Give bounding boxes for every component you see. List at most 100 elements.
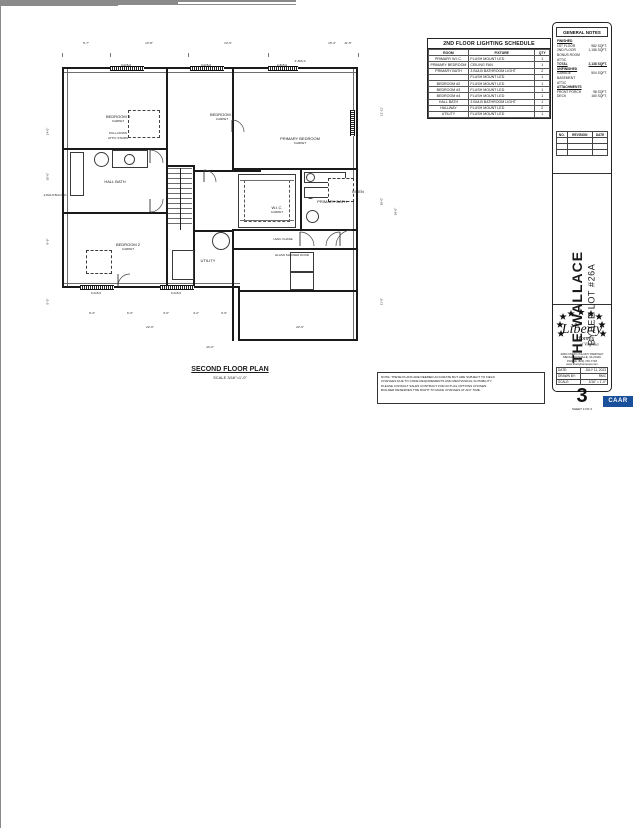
dimension-label: 22'-0" xyxy=(296,325,304,329)
general-notes-row: ATTIC xyxy=(556,80,608,85)
liberty-homes-logo-icon: Liberty Homes of Virginia xyxy=(556,308,607,347)
wall-exterior-bottom-left xyxy=(62,286,240,288)
utility-closet xyxy=(172,250,194,280)
note-value: 1,156 SQFT. xyxy=(588,48,607,53)
note-label: 2ND FLOOR xyxy=(557,48,576,53)
sheet-of: SHEET 3 OF 3 xyxy=(572,407,592,411)
disclaimer-line-1: NOTE: THESE PLANS ARE DEEMED ACCURATE BU… xyxy=(381,375,495,379)
disclaimer-line-3: PLEASE CONSULT SALES CONTRACT FOR ACTUAL… xyxy=(381,383,488,388)
wall-wic-bath xyxy=(300,168,302,230)
dimension-label: 11'-5" xyxy=(344,41,352,45)
note-label: FRONT PORCH xyxy=(557,89,582,94)
plan-annotation: PULL-DOWN xyxy=(108,131,128,135)
dim-line-left xyxy=(0,6,1,227)
note-label: 1ST FLOOR xyxy=(557,43,576,48)
plan-title: SECOND FLOOR PLAN xyxy=(191,366,269,373)
room-finish-label: CARPET xyxy=(270,210,284,214)
room-label: BEDROOM 3 xyxy=(105,114,131,119)
wall-exterior-mid-vert xyxy=(238,286,240,341)
dimension-label: 14'-0" xyxy=(45,127,50,136)
floor-plan-drawing: SECOND FLOOR PLAN SCALE 3/16"=1'-0" BEDR… xyxy=(0,0,420,828)
note-label: DECK xyxy=(557,94,567,99)
bed2-closet xyxy=(86,250,112,274)
wall-util-top xyxy=(193,170,261,172)
meta-row-scale: SCALE: 3/16" = 1'-0" xyxy=(556,378,609,386)
plan-annotation: ATTIC STAIRS xyxy=(108,136,128,140)
wall-exterior-right xyxy=(356,67,358,341)
room-label: UTILITY xyxy=(200,258,216,263)
room-finish-label: CARPET xyxy=(293,141,307,145)
dimension-label: 3'-9" xyxy=(221,311,227,315)
disclaimer-note: NOTE: THESE PLANS ARE DEEMED ACCURATE BU… xyxy=(377,372,545,404)
wall-exterior-bottom-right xyxy=(238,339,358,341)
dimension-label: 9'-3" xyxy=(89,311,95,315)
note-value: 160 SQFT. xyxy=(591,94,607,99)
dimension-label: 38'-0" xyxy=(393,207,398,216)
bathtub-fixture xyxy=(70,152,84,196)
dim-line-bottom-total xyxy=(0,4,296,5)
address-line-3: PHONE (804) 746-7718 xyxy=(567,358,597,363)
window-symbol xyxy=(160,285,194,290)
room-finish-label: CARPET xyxy=(121,247,135,251)
window-symbol xyxy=(268,66,298,71)
room-label: W.I.C. xyxy=(271,205,283,210)
cell-room: UTILITY xyxy=(428,110,469,119)
general-notes-row: ATTACHMENTS xyxy=(556,85,608,90)
window-symbol xyxy=(190,66,224,71)
general-notes-row: 1ST FLOOR 982 SQFT. xyxy=(556,44,608,49)
general-notes-row: 2ND FLOOR 1,156 SQFT. xyxy=(556,48,608,53)
linen-closet xyxy=(328,178,354,202)
wall-bed3-bed4 xyxy=(166,67,168,149)
general-notes-row: BONUS ROOM xyxy=(556,53,608,58)
note-value: 98 SQFT. xyxy=(593,89,607,94)
toilet-fixture xyxy=(94,152,109,167)
dim-line-bottom-2 xyxy=(0,3,178,4)
note-value: 2,138 SQFT. xyxy=(588,62,607,67)
scale-value: 3/16" = 1'-0" xyxy=(579,378,609,386)
address-line-4: www.libertyhomesva.com xyxy=(566,362,598,367)
dim-line-right-outer xyxy=(0,722,1,828)
note-label: ATTACHMENTS xyxy=(557,85,582,90)
dimension-label: 3-0x5-0 xyxy=(90,291,102,295)
dimension-label: 3-0x5-0 xyxy=(200,63,212,67)
sheet-number: 3 xyxy=(576,385,588,407)
note-label: GARAGE xyxy=(557,71,572,76)
dimension-label: 4'-6" xyxy=(163,311,169,315)
dim-line-top xyxy=(0,0,296,1)
svg-text:Homes: Homes xyxy=(575,335,595,342)
dimension-label: 2-8x5-0 xyxy=(276,63,288,67)
wall-exterior-left xyxy=(62,67,64,288)
lighting-schedule-table: 2ND FLOOR LIGHTING SCHEDULE ROOM FIXTURE… xyxy=(427,38,551,120)
revision-row xyxy=(556,149,608,156)
sheet-number-area: 3 SHEET 3 OF 3 xyxy=(553,385,611,411)
disclaimer-line-4: BUILDER RESERVES THE RIGHT TO MAKE CHANG… xyxy=(381,388,481,393)
wall-bed4-primary xyxy=(232,67,234,170)
logo-wordmark: Liberty xyxy=(561,322,603,337)
dimension-label: 22'-0" xyxy=(146,325,154,329)
wall-hall-right xyxy=(193,165,195,286)
room-label: PRIMARY BATH xyxy=(317,199,347,204)
general-notes-row: FINISHED xyxy=(556,39,608,44)
cell-fixture: FLUSH MOUNT LED xyxy=(467,110,536,119)
meta-row-date: DATE: JULY 11, 2023 xyxy=(556,367,609,374)
dimension-label: 12'-11" xyxy=(379,106,384,117)
lighting-schedule-grid: ROOM FIXTURE QTY PRIMARY W.I.C.FLUSH MOU… xyxy=(428,48,550,119)
shower-enclosure xyxy=(238,174,296,228)
dimension-label: 6'-0" xyxy=(127,311,133,315)
closet-shelf-b xyxy=(290,272,314,290)
note-value: 982 SQFT. xyxy=(591,43,607,48)
dimension-label: 30'-0" xyxy=(45,172,50,181)
note-label: BASEMENT xyxy=(557,76,576,81)
plan-scale: SCALE 3/16"=1'-0" xyxy=(213,375,247,380)
disclaimer-line-2: CHANGES DUE TO CODE REQUIREMENTS AND MEC… xyxy=(381,379,493,384)
general-notes-row: DECK 160 SQFT. xyxy=(556,94,608,99)
drawn-by-value: RMC xyxy=(579,372,609,380)
dimension-label: 28'-0" xyxy=(379,197,384,206)
svg-text:of Virginia: of Virginia xyxy=(579,342,599,347)
caar-logo: CAAR xyxy=(603,396,633,407)
closet-shelf-a xyxy=(290,252,314,272)
attic-stair-outline xyxy=(128,110,160,138)
hvac-chase-symbol xyxy=(212,232,230,250)
